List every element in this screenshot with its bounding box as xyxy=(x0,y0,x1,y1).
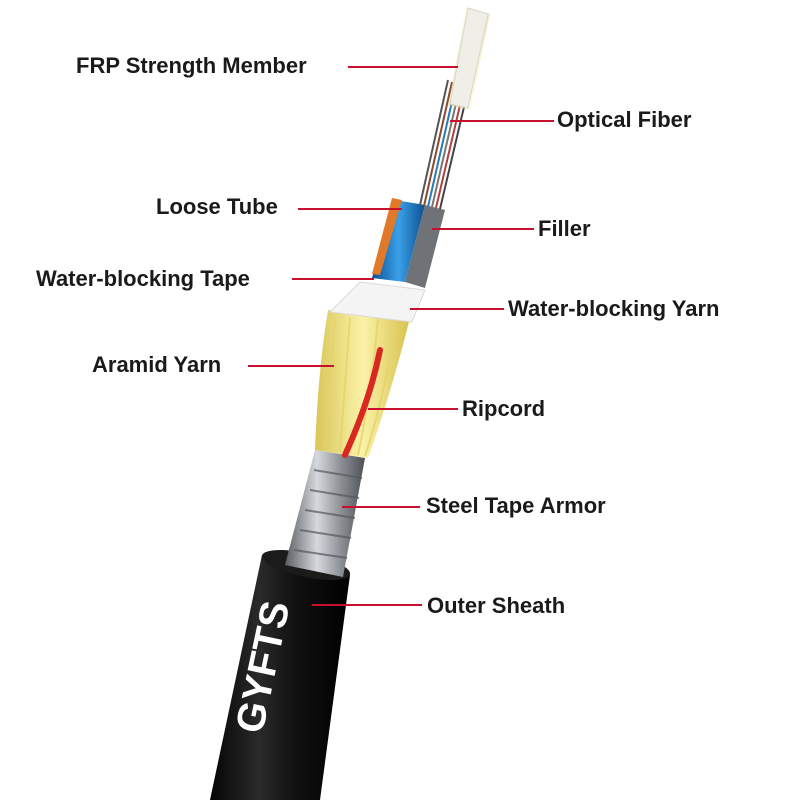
label-ripcord: Ripcord xyxy=(462,396,546,421)
leader-water-yarn xyxy=(410,308,504,310)
loose-tube-body xyxy=(372,200,425,282)
leader-filler xyxy=(432,228,534,230)
steel-armor-ridges xyxy=(293,469,363,559)
aramid-yarn xyxy=(315,310,410,458)
leader-water-tape xyxy=(292,278,374,280)
ripcord-line xyxy=(342,347,383,458)
label-outer-sheath: Outer Sheath xyxy=(427,593,566,618)
label-steel-tape-armor: Steel Tape Armor xyxy=(426,493,606,518)
leader-ripcord xyxy=(368,408,458,410)
label-optical-fiber: Optical Fiber xyxy=(557,107,692,132)
frp-rod xyxy=(449,7,489,109)
leader-outer-sheath xyxy=(312,604,422,606)
leader-steel-armor xyxy=(342,506,420,508)
label-aramid-yarn: Aramid Yarn xyxy=(92,352,222,377)
label-frp-strength-member: FRP Strength Member xyxy=(76,53,307,78)
water-blocking-yarn-band xyxy=(328,281,426,323)
filler-body xyxy=(405,205,445,288)
leader-aramid xyxy=(248,365,334,367)
leader-loose-tube xyxy=(298,208,402,210)
label-water-blocking-yarn: Water-blocking Yarn xyxy=(508,296,720,321)
label-filler: Filler xyxy=(538,216,591,241)
leader-frp xyxy=(348,66,458,68)
outer-sheath xyxy=(210,555,350,800)
leader-optical-fiber xyxy=(450,120,554,122)
label-water-blocking-tape: Water-blocking Tape xyxy=(36,266,250,291)
orange-tube xyxy=(372,198,402,275)
label-loose-tube: Loose Tube xyxy=(156,194,278,219)
